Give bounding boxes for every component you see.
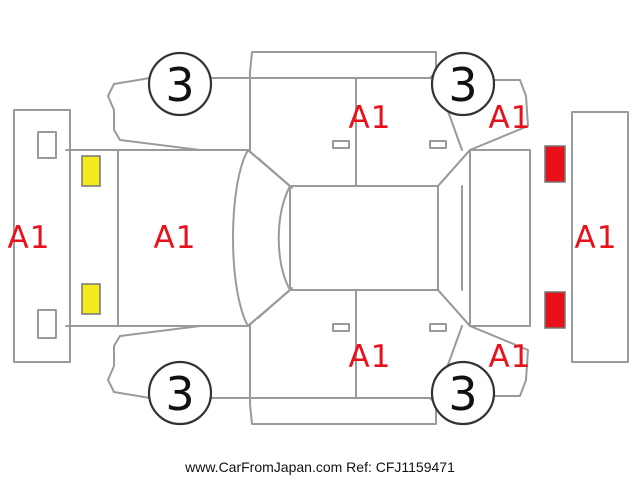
label-rear-bumper: A1 — [575, 220, 618, 256]
roof-panel — [247, 149, 471, 327]
wheel-rear-right: 3 — [430, 51, 496, 117]
label-right-rear-fender: A1 — [489, 100, 532, 136]
front-left-headlight — [81, 283, 101, 315]
wheel-grade-rear-right: 3 — [448, 58, 477, 112]
wheel-front-left: 3 — [147, 360, 213, 426]
label-front-bumper: A1 — [8, 220, 51, 256]
front-right-headlight — [81, 155, 101, 187]
label-roof: A1 — [154, 220, 197, 256]
rear-right-taillight — [544, 145, 566, 183]
wheel-front-right: 3 — [147, 51, 213, 117]
wheel-grade-rear-left: 3 — [448, 367, 477, 421]
label-left-doors: A1 — [349, 339, 392, 375]
rear-hatch — [437, 149, 531, 327]
wheel-grade-front-right: 3 — [165, 58, 194, 112]
rear-left-taillight — [544, 291, 566, 329]
front-bumper — [13, 109, 71, 363]
wheel-rear-left: 3 — [430, 360, 496, 426]
label-right-doors: A1 — [349, 100, 392, 136]
label-left-rear-fender: A1 — [489, 339, 532, 375]
taillights — [544, 145, 566, 329]
headlights — [81, 155, 101, 315]
watermark-reference: www.CarFromJapan.com Ref: CFJ1159471 — [184, 459, 455, 475]
wheel-grade-front-left: 3 — [165, 367, 194, 421]
rear-bumper — [571, 111, 629, 363]
